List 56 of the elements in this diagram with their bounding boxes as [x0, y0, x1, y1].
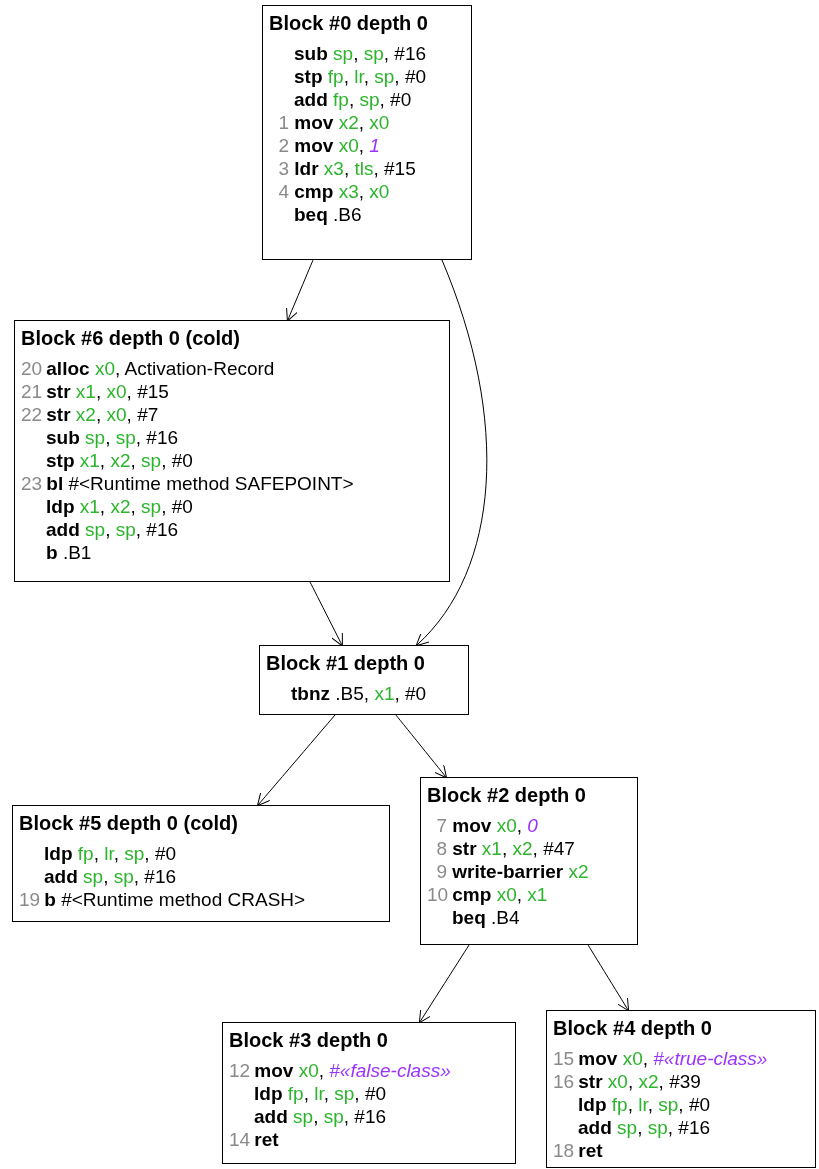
code-line: ldp fp, lr, sp, #0	[253, 1082, 388, 1105]
code-line: 23 bl #<Runtime method SAFEPOINT>	[21, 472, 355, 495]
code-line: 10 cmp x0, x1	[427, 883, 549, 906]
code-block	[546, 1010, 816, 1168]
code-line: add sp, sp, #16	[577, 1116, 712, 1139]
code-block	[222, 1022, 516, 1164]
code-block	[259, 645, 469, 715]
code-line: tbnz .B5, x1, #0	[290, 682, 428, 705]
code-line: stp fp, lr, sp, #0	[293, 65, 428, 88]
code-line: add sp, sp, #16	[253, 1105, 388, 1128]
code-line: ldp fp, lr, sp, #0	[577, 1093, 712, 1116]
block-heading: Block #5 depth 0 (cold)	[19, 811, 239, 836]
code-line: 9 write-barrier x2	[435, 860, 590, 883]
code-line: ldp x1, x2, sp, #0	[45, 495, 194, 518]
block-heading: Block #2 depth 0	[427, 783, 587, 808]
arrow	[395, 714, 448, 779]
arrow	[309, 581, 343, 647]
code-block	[12, 805, 390, 922]
code-line: beq .B4	[451, 906, 521, 929]
code-line: add sp, sp, #16	[43, 865, 178, 888]
block-heading: Block #4 depth 0	[553, 1016, 713, 1041]
block-heading: Block #3 depth 0	[229, 1028, 389, 1053]
code-line: 21 str x1, x0, #15	[21, 380, 170, 403]
code-line: 18 ret	[553, 1139, 604, 1162]
code-line: 3 ldr x3, tls, #15	[277, 157, 417, 180]
code-line: 1 mov x2, x0	[277, 111, 391, 134]
code-line: sub sp, sp, #16	[45, 426, 180, 449]
code-block	[14, 320, 450, 582]
code-line: 22 str x2, x0, #7	[21, 403, 160, 426]
code-line: 16 str x0, x2, #39	[553, 1070, 702, 1093]
block-heading: Block #1 depth 0	[266, 651, 426, 676]
code-line: 4 cmp x3, x0	[277, 180, 391, 203]
code-block	[262, 5, 472, 260]
code-line: 8 str x1, x2, #47	[435, 837, 576, 860]
code-line: ldp fp, lr, sp, #0	[43, 842, 178, 865]
code-line: add fp, sp, #0	[293, 88, 413, 111]
code-line: 15 mov x0, #«true-class»	[553, 1047, 769, 1070]
code-line: sub sp, sp, #16	[293, 42, 428, 65]
code-block	[420, 777, 638, 945]
code-line: 19 b #<Runtime method CRASH>	[19, 888, 307, 911]
arrow	[256, 714, 336, 807]
code-line: 20 alloc x0, Activation-Record	[21, 357, 276, 380]
code-line: b .B1	[45, 541, 93, 564]
code-line: add sp, sp, #16	[45, 518, 180, 541]
code-line: 14 ret	[229, 1128, 280, 1151]
code-line: beq .B6	[293, 203, 363, 226]
arrow	[418, 944, 470, 1024]
block-heading: Block #0 depth 0	[269, 11, 429, 36]
arrow	[587, 944, 630, 1012]
arrow	[415, 259, 488, 647]
code-line: 12 mov x0, #«false-class»	[229, 1059, 452, 1082]
code-line: stp x1, x2, sp, #0	[45, 449, 194, 472]
arrow	[286, 259, 314, 322]
code-line: 7 mov x0, 0	[435, 814, 539, 837]
code-line: 2 mov x0, 1	[277, 134, 381, 157]
block-heading: Block #6 depth 0 (cold)	[21, 326, 241, 351]
